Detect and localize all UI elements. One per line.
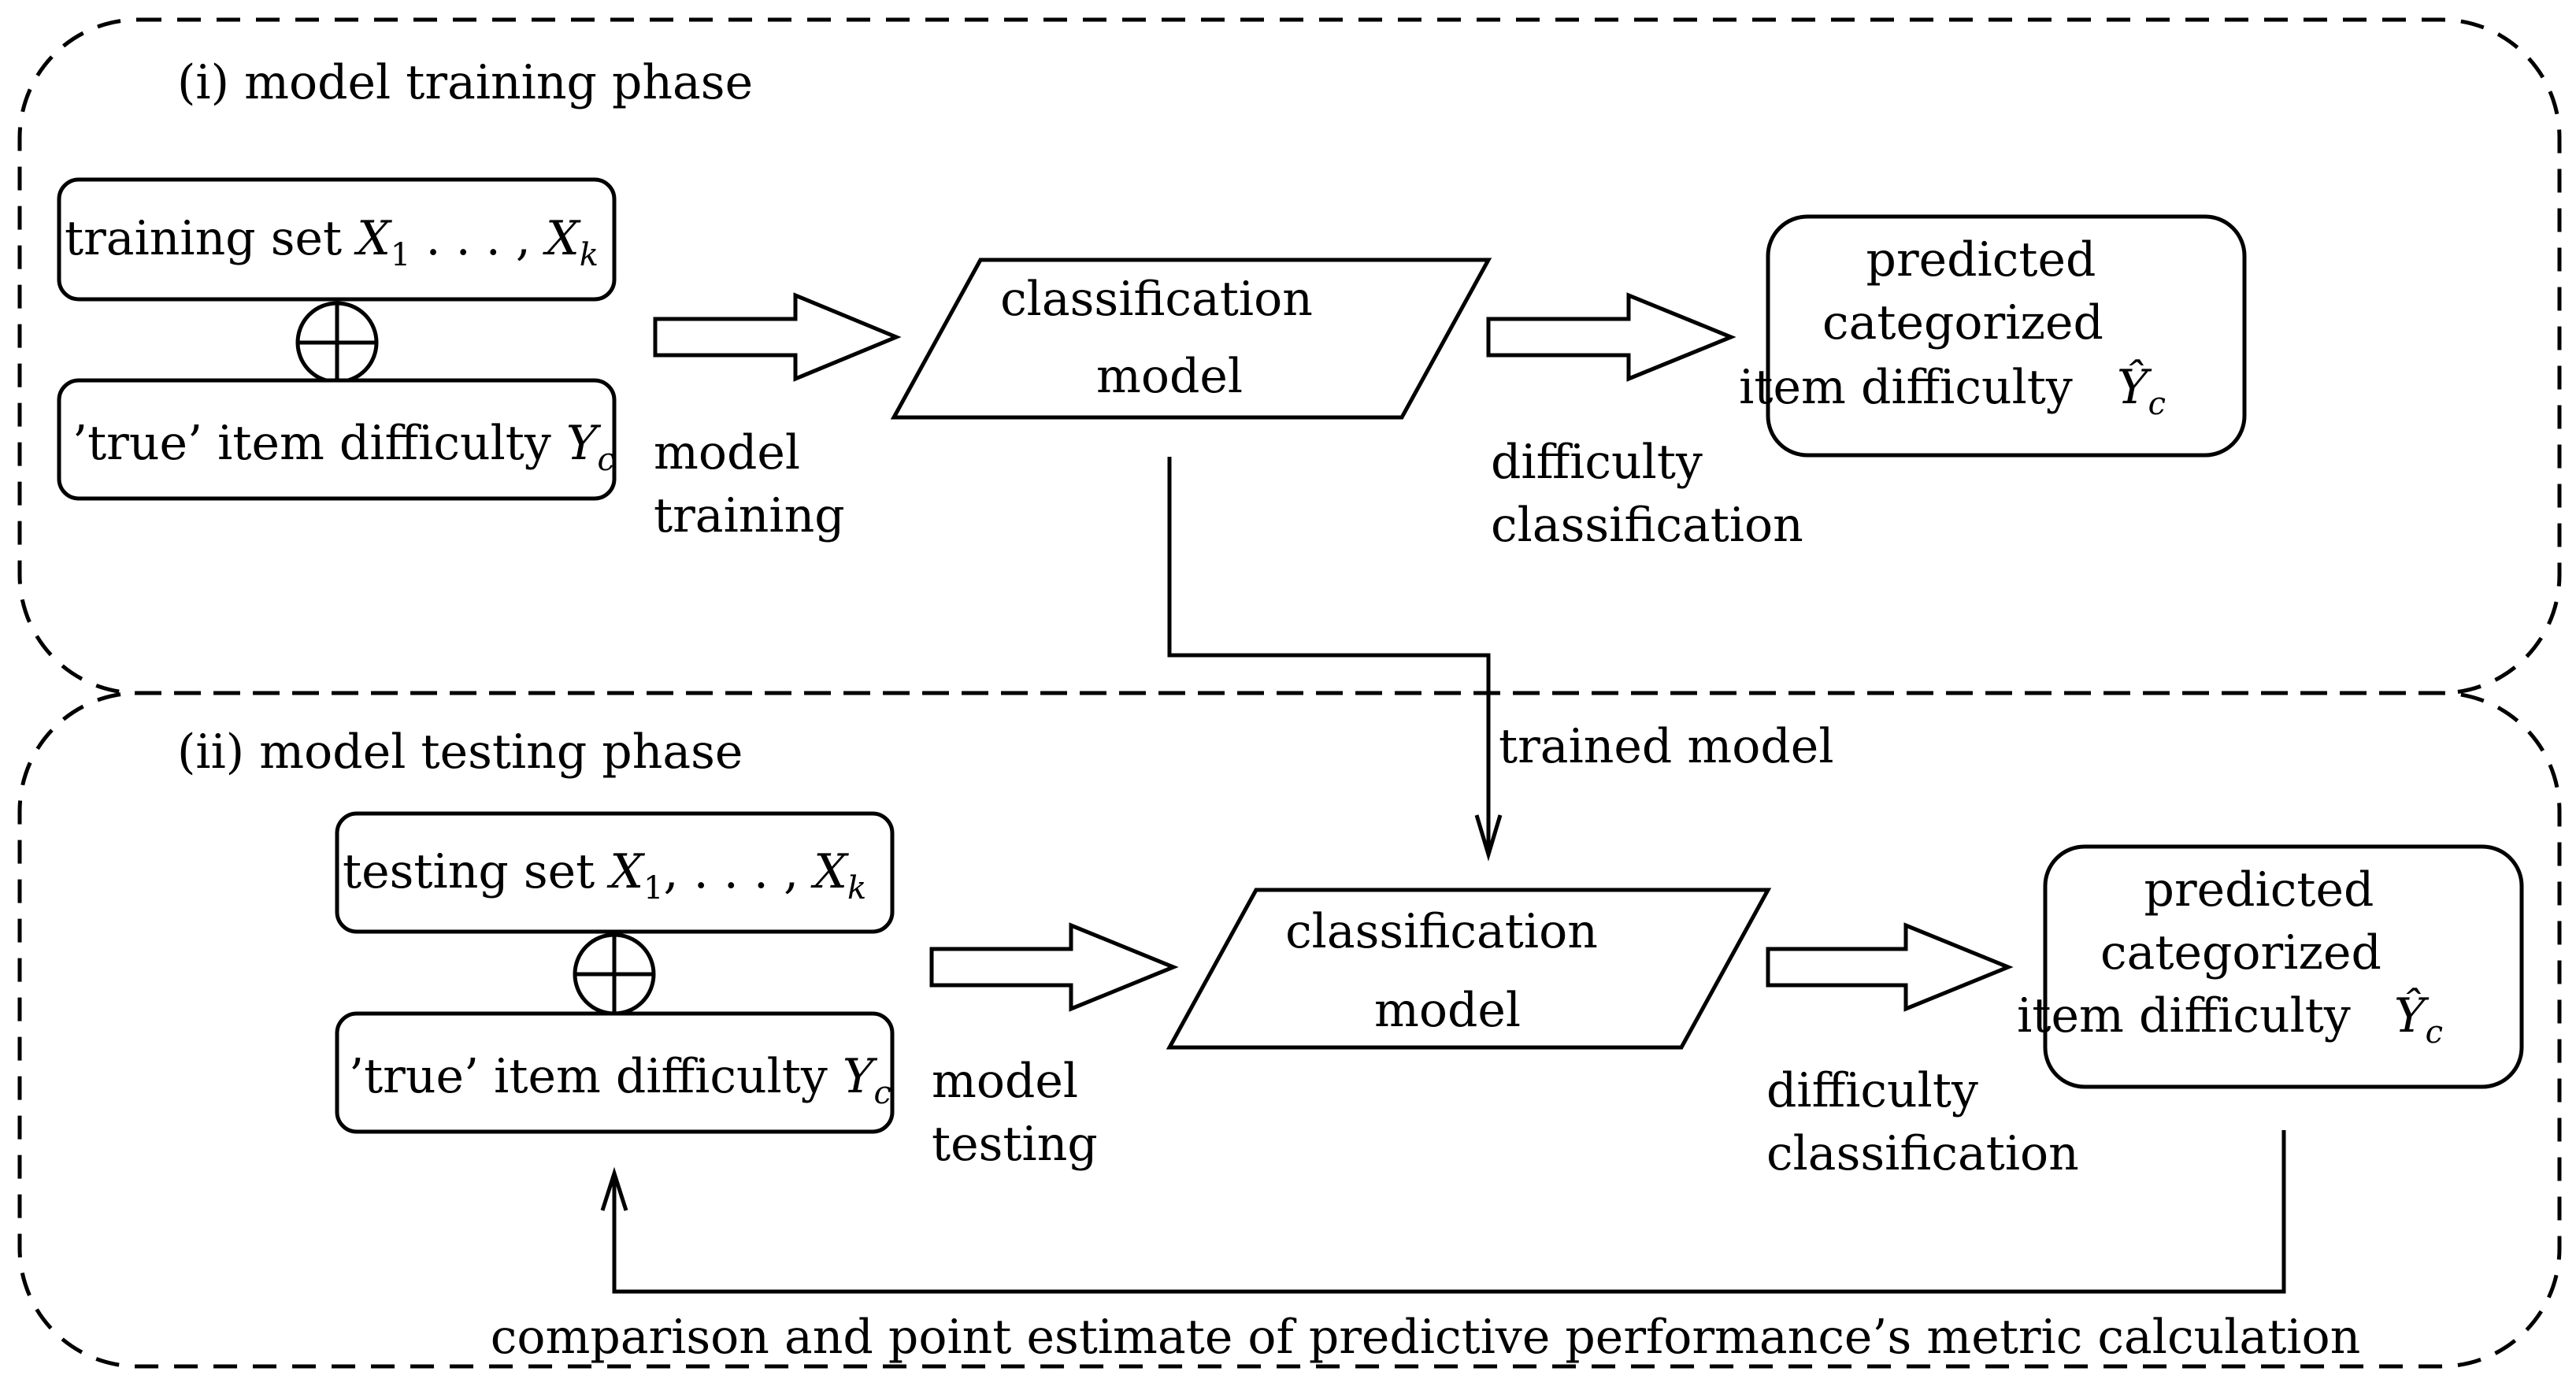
testing-set-label: testing set X1, . . . , Xk <box>343 844 866 906</box>
testing-set-box <box>335 811 895 934</box>
testing-output-label: predicted categorized item difficulty <box>2017 862 2396 1043</box>
testing-output-box <box>2043 844 2524 1089</box>
trained-model-label: trained model <box>1499 719 1834 774</box>
training-output-box <box>1766 214 2247 458</box>
training-output-var: Ŷc <box>2117 359 2166 422</box>
trained-model-arrowhead <box>1474 814 1503 862</box>
training-arrow-label: model training <box>654 425 845 543</box>
testing-classification-model-shape <box>1166 888 1772 1050</box>
comparison-connector <box>612 1130 2286 1294</box>
circled-plus-icon <box>573 932 656 1016</box>
testing-phase-container <box>17 691 2562 1369</box>
circled-plus-icon <box>295 301 379 384</box>
testing-phase-title: (ii) model testing phase <box>177 725 743 780</box>
training-true-difficulty-box <box>57 378 617 501</box>
testing-arrow-label: model testing <box>932 1054 1098 1172</box>
trained-model-connector <box>1167 457 1491 851</box>
testing-true-difficulty-box <box>335 1011 895 1134</box>
testing-output-var: Ŷc <box>2394 988 2443 1051</box>
training-classification-model-shape <box>890 258 1492 420</box>
training-classification-model-label: classification model <box>1000 272 1328 404</box>
testing-true-difficulty-label: ’true’ item difficulty Yc <box>349 1049 891 1111</box>
training-classify-label: difficulty classification <box>1491 435 1803 553</box>
testing-classification-model-label: classification model <box>1285 904 1613 1038</box>
testing-classify-label: difficulty classification <box>1766 1063 2079 1181</box>
testing-arrow-to-model <box>929 922 1179 1012</box>
training-phase-title: (i) model training phase <box>177 55 753 110</box>
training-set-box <box>57 177 617 302</box>
training-set-label: training set X1 . . . , Xk <box>65 211 599 273</box>
comparison-label: comparison and point estimate of predict… <box>491 1310 2361 1365</box>
training-arrow-to-output <box>1486 292 1736 382</box>
training-true-difficulty-label: ’true’ item difficulty Yc <box>72 416 615 478</box>
comparison-arrowhead <box>600 1166 628 1211</box>
testing-arrow-to-output <box>1766 922 2014 1012</box>
training-arrow-to-model <box>653 292 902 382</box>
training-output-label: predicted categorized item difficulty <box>1739 232 2118 415</box>
